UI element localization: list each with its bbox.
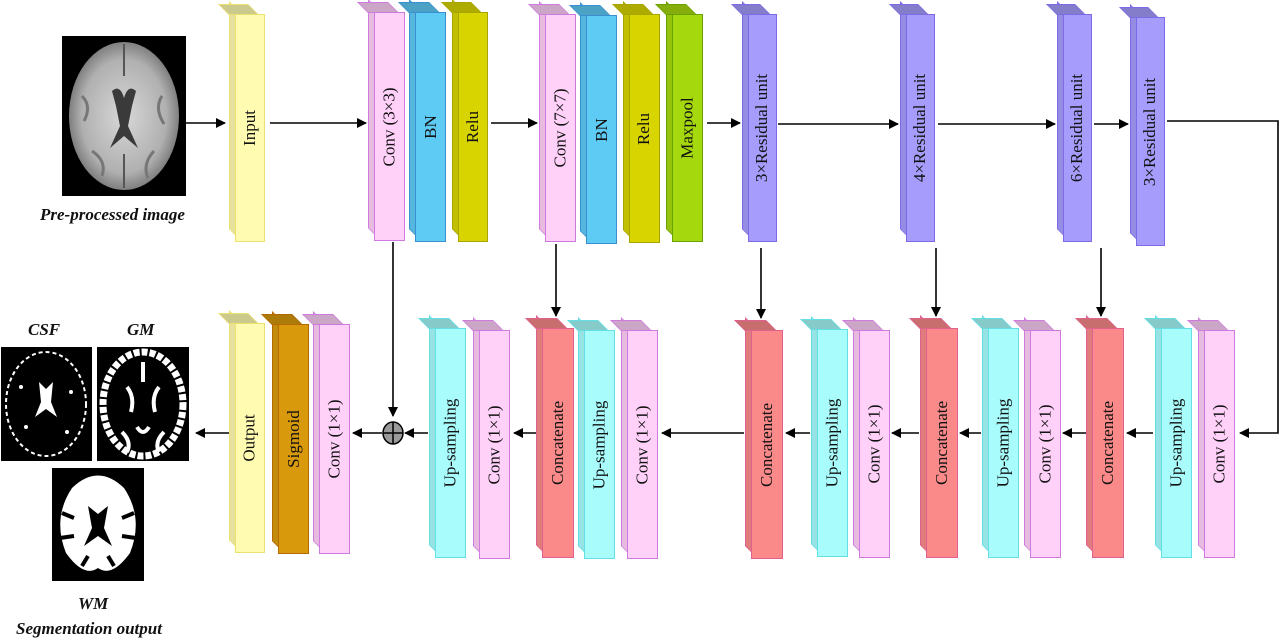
gm-caption: GM	[127, 320, 155, 339]
block-front-face	[627, 330, 658, 559]
block-upsampling-5: Up-sampling	[1144, 315, 1192, 558]
block-front-face	[817, 329, 848, 557]
block-front-face	[235, 14, 265, 242]
wm-caption: WM	[78, 594, 109, 613]
block-front-face	[988, 328, 1019, 558]
block-front-face	[859, 330, 890, 558]
block-front-face	[751, 330, 783, 559]
block-conv-7x7: Conv (7×7)	[528, 1, 576, 242]
block-front-face	[672, 14, 703, 242]
block-upsampling-4: Up-sampling	[971, 315, 1019, 558]
block-front-face	[542, 328, 574, 558]
block-concatenate-1: Concatenate	[525, 315, 574, 558]
block-front-face	[1204, 330, 1235, 558]
add-node-icon	[382, 421, 404, 445]
brain-mri-graphic	[69, 42, 179, 190]
block-front-face	[278, 324, 309, 554]
block-conv-1x1-5: Conv (1×1)	[1187, 317, 1235, 558]
block-conv-1x1-1: Conv (1×1)	[462, 317, 510, 559]
block-front-face	[458, 12, 488, 242]
block-conv-1x1-3: Conv (1×1)	[842, 317, 890, 558]
block-front-face	[1063, 14, 1092, 242]
block-front-face	[584, 330, 615, 559]
block-residual-4x: 4×Residual unit	[889, 1, 935, 242]
block-conv-1x1-2: Conv (1×1)	[610, 317, 658, 559]
gm-mask-graphic	[99, 348, 187, 460]
preprocessed-brain-image	[62, 36, 186, 196]
block-bn-2: BN	[569, 2, 617, 244]
gm-segmentation-image	[97, 347, 189, 461]
block-front-face	[1030, 330, 1061, 558]
block-front-face	[374, 12, 405, 241]
block-output: Output	[218, 310, 265, 553]
block-front-face	[1136, 17, 1165, 246]
block-front-face	[586, 15, 617, 244]
block-conv-1x1-4: Conv (1×1)	[1013, 317, 1061, 558]
block-relu-2: Relu	[612, 1, 660, 243]
block-front-face	[1092, 328, 1124, 558]
block-relu-1: Relu	[441, 0, 488, 242]
wm-mask-graphic	[59, 475, 137, 571]
block-front-face	[629, 14, 660, 243]
block-residual-3x-a: 3×Residual unit	[731, 1, 777, 242]
block-front-face	[906, 14, 935, 242]
block-front-face	[926, 328, 958, 558]
block-front-face	[415, 12, 446, 242]
block-conv-3x3: Conv (3×3)	[357, 0, 405, 241]
input-caption: Pre-processed image	[40, 205, 185, 224]
block-front-face	[235, 323, 265, 553]
block-front-face	[1161, 328, 1192, 558]
segmentation-output-caption: Segmentation output	[16, 619, 162, 638]
block-front-face	[479, 330, 510, 559]
csf-segmentation-image	[1, 347, 92, 461]
block-bn-1: BN	[398, 0, 446, 242]
block-front-face	[748, 14, 777, 242]
block-maxpool: Maxpool	[655, 1, 703, 242]
csf-mask-graphic	[5, 351, 87, 457]
block-front-face	[545, 14, 576, 242]
block-front-face	[319, 324, 350, 554]
block-concatenate-4: Concatenate	[1075, 315, 1124, 558]
block-concatenate-3: Concatenate	[909, 315, 958, 558]
block-front-face	[435, 328, 466, 558]
block-concatenate-2: Concatenate	[734, 317, 783, 559]
block-upsampling-1: Up-sampling	[418, 315, 466, 558]
block-conv-1x1-out: Conv (1×1)	[302, 311, 350, 554]
block-residual-3x-b: 3×Residual unit	[1119, 4, 1165, 246]
block-sigmoid: Sigmoid	[261, 311, 309, 554]
block-input: Input	[218, 1, 265, 242]
csf-caption: CSF	[28, 320, 61, 339]
block-upsampling-3: Up-sampling	[800, 316, 848, 557]
block-residual-6x: 6×Residual unit	[1046, 1, 1092, 242]
arrow-bridge-to-decoder	[1167, 120, 1279, 438]
wm-segmentation-image	[52, 468, 144, 581]
block-upsampling-2: Up-sampling	[567, 317, 615, 559]
